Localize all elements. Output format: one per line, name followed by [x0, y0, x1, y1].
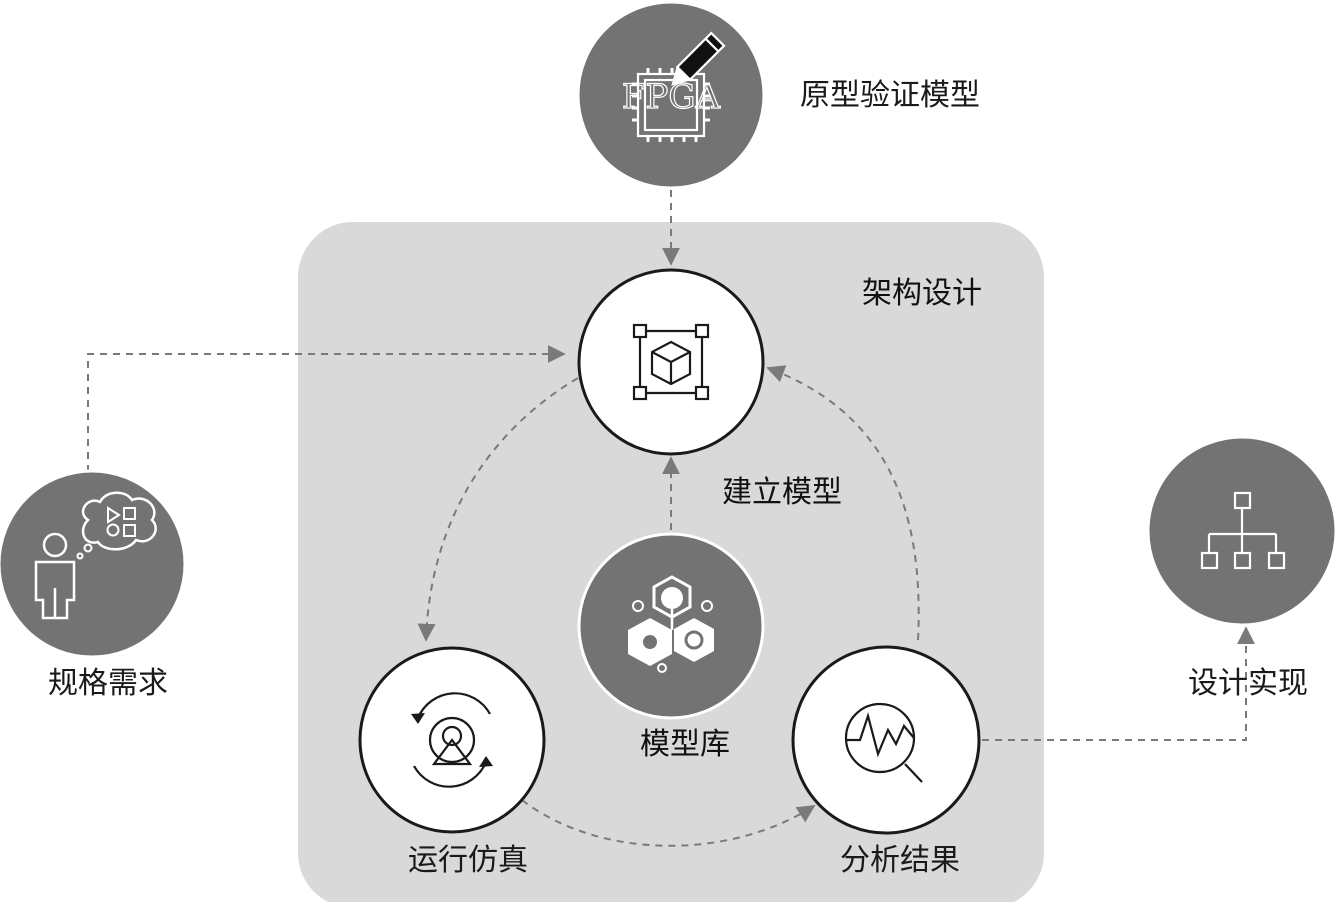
- model-library-label: 模型库: [640, 727, 730, 762]
- spec-requirement-circle: [0, 469, 187, 659]
- cube-bounding-box-icon: [632, 323, 710, 401]
- pencil-icon: [671, 31, 726, 86]
- prototype-label: 原型验证模型: [800, 78, 980, 113]
- arch-design-label: 架构设计: [862, 276, 982, 311]
- model-library-node: [577, 532, 765, 720]
- cycle-play-icon: [411, 692, 493, 788]
- connectors: [87, 190, 1255, 847]
- fpga-chip-text: FPGA: [622, 77, 721, 117]
- analyze-results-circle: [791, 645, 981, 835]
- connector-simulation-to-results: [521, 799, 816, 847]
- spec-requirement-node: [0, 469, 187, 659]
- build-model-label: 建立模型: [722, 475, 842, 510]
- hexagon-cluster-icon: [628, 575, 714, 673]
- connector-build-to-simulation: [417, 377, 579, 642]
- connector-results-to-build: [766, 365, 920, 641]
- fpga-chip-pencil-icon: FPGA: [621, 31, 726, 142]
- spec-requirement-label: 规格需求: [48, 666, 168, 701]
- design-impl-node: [1146, 435, 1336, 627]
- analyze-results-label: 分析结果: [840, 843, 960, 878]
- run-simulation-label: 运行仿真: [408, 843, 528, 878]
- connector-spec-to-build: [87, 345, 566, 472]
- chart-magnifier-icon: [844, 702, 923, 783]
- build-model-node: [577, 268, 765, 456]
- prototype-node: FPGA: [576, 0, 766, 190]
- design-impl-label: 设计实现: [1188, 666, 1308, 701]
- run-simulation-node: [358, 646, 546, 834]
- hierarchy-tree-icon: [1200, 491, 1286, 570]
- person-thought-shapes-icon: [34, 491, 157, 620]
- connector-results-to-impl: [982, 626, 1255, 741]
- analyze-results-node: [791, 645, 981, 835]
